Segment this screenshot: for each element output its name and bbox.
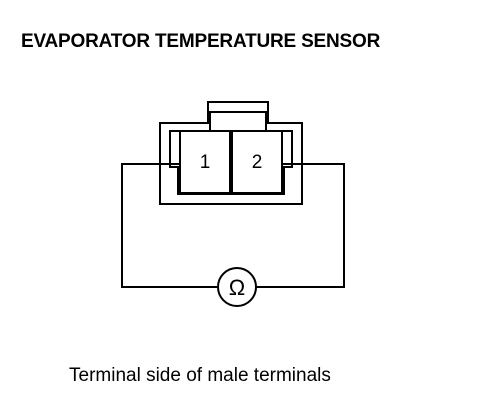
ohmmeter-icon: [217, 267, 257, 307]
connector-housing: [159, 101, 303, 205]
lead-right: [256, 163, 345, 288]
diagram-title: EVAPORATOR TEMPERATURE SENSOR: [21, 31, 381, 52]
terminal-1-label: 1: [200, 152, 211, 173]
connector-cavity: [169, 111, 293, 195]
lead-left: [121, 163, 218, 288]
terminal-2-pocket: [231, 130, 283, 194]
terminal-1-pocket: [179, 130, 231, 194]
terminal-2-label: 2: [252, 152, 263, 173]
diagram-caption: Terminal side of male terminals: [69, 365, 331, 386]
ohm-symbol: Ω: [229, 275, 245, 300]
